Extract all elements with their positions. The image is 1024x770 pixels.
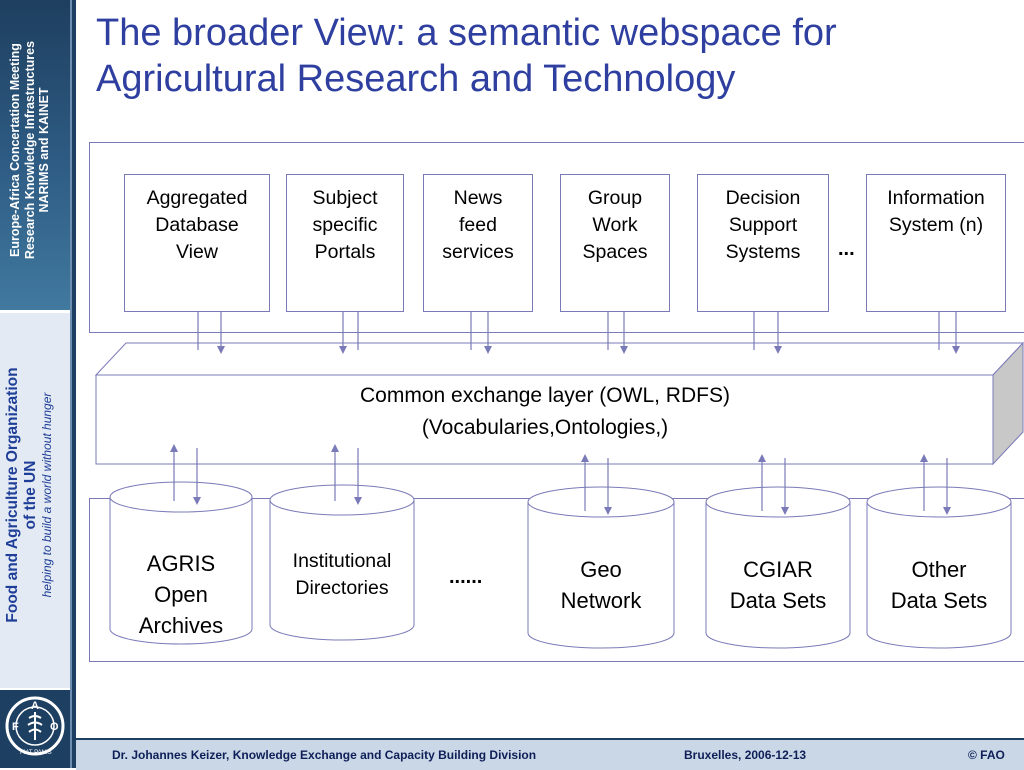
app-box-line-1: Aggregated [146,187,248,209]
cylinder-institutional [269,484,415,641]
app-box-subject-specific-portals: Subject specific Portals [286,174,404,312]
footer-author: Dr. Johannes Keizer, Knowledge Exchange … [112,748,537,762]
data-source-geo-label: Geo Network [528,554,674,616]
app-box-line-1: Subject [312,187,378,209]
svg-text:O: O [50,721,59,733]
exchange-layer-line-1: Common exchange layer (OWL, RDFS) [360,384,730,407]
app-box-line-3: View [176,241,218,263]
app-box-group-work-spaces: Group Work Spaces [560,174,670,312]
exchange-layer-label: Common exchange layer (OWL, RDFS) (Vocab… [310,380,780,444]
app-box-line-2: Support [728,214,798,236]
app-box-line-2: feed [459,214,497,236]
app-box-line-2: Work [592,214,638,236]
cylinder-other [866,486,1012,649]
data-source-line-1: Institutional [292,550,392,572]
data-source-line-2: Data Sets [890,588,988,613]
slide-title-line-2: Agricultural Research and Technology [96,58,736,100]
app-box-line-1: Decision [725,187,801,209]
data-source-line-1: Geo [580,557,622,582]
app-box-line-3: services [442,241,514,263]
data-sources-ellipsis: ...... [449,566,483,588]
fao-emblem-icon: F A O FIAT PANIS [5,696,65,756]
cylinder-agris [109,481,253,645]
app-box-line-3: Spaces [582,241,648,263]
slide-title: The broader View: a semantic webspace fo… [96,10,1016,102]
data-source-agris-label: AGRIS Open Archives [110,548,252,641]
svg-text:A: A [31,700,39,712]
data-source-line-3: Archives [138,613,224,638]
exchange-layer-line-2: (Vocabularies,Ontologies,) [421,416,669,439]
data-source-cgiar-label: CGIAR Data Sets [706,554,850,616]
data-source-line-2: Data Sets [729,588,827,613]
sidebar-rule [72,0,76,768]
exchange-layer [94,341,1024,466]
bottom-arrows [170,444,951,515]
data-source-line-2: Open [154,582,208,607]
app-box-aggregated-database-view: Aggregated Database View [124,174,270,312]
data-source-line-2: Directories [295,577,389,599]
slide-footer: Dr. Johannes Keizer, Knowledge Exchange … [76,738,1024,770]
footer-copyright: © FAO [968,748,1005,762]
data-source-line-2: Network [560,588,642,613]
app-box-line-1: Group [587,187,643,209]
fao-logo: F A O FIAT PANIS [0,690,70,768]
app-box-decision-support-systems: Decision Support Systems [697,174,829,312]
app-box-line-1: Information [887,187,985,209]
slide-title-line-1: The broader View: a semantic webspace fo… [96,12,837,54]
app-box-line-1: News [453,187,503,209]
app-box-line-3: Systems [725,241,801,263]
meeting-banner: Europe-Africa Concertation Meeting Resea… [0,0,70,310]
data-source-other-label: Other Data Sets [867,554,1011,616]
organization-panel [0,313,70,688]
app-box-news-feed-services: News feed services [423,174,533,312]
app-box-line-2: Database [155,214,239,236]
data-source-line-1: CGIAR [743,557,813,582]
cylinder-cgiar [705,486,851,649]
sidebar: Europe-Africa Concertation Meeting Resea… [0,0,76,768]
applications-ellipsis: ... [838,238,855,260]
data-source-line-1: Other [911,557,967,582]
svg-text:FIAT PANIS: FIAT PANIS [20,750,52,756]
footer-place-date: Bruxelles, 2006-12-13 [684,748,807,762]
data-source-institutional-label: Institutional Directories [270,548,414,602]
cylinder-geo [527,486,675,649]
app-box-information-system-n: Information System (n) [866,174,1006,312]
app-box-line-2: System (n) [888,214,984,236]
app-box-line-2: specific [312,214,378,236]
data-source-line-1: AGRIS [146,551,216,576]
app-box-line-3: Portals [314,241,376,263]
svg-text:F: F [12,721,19,733]
sidebar-rule-light [70,0,72,768]
